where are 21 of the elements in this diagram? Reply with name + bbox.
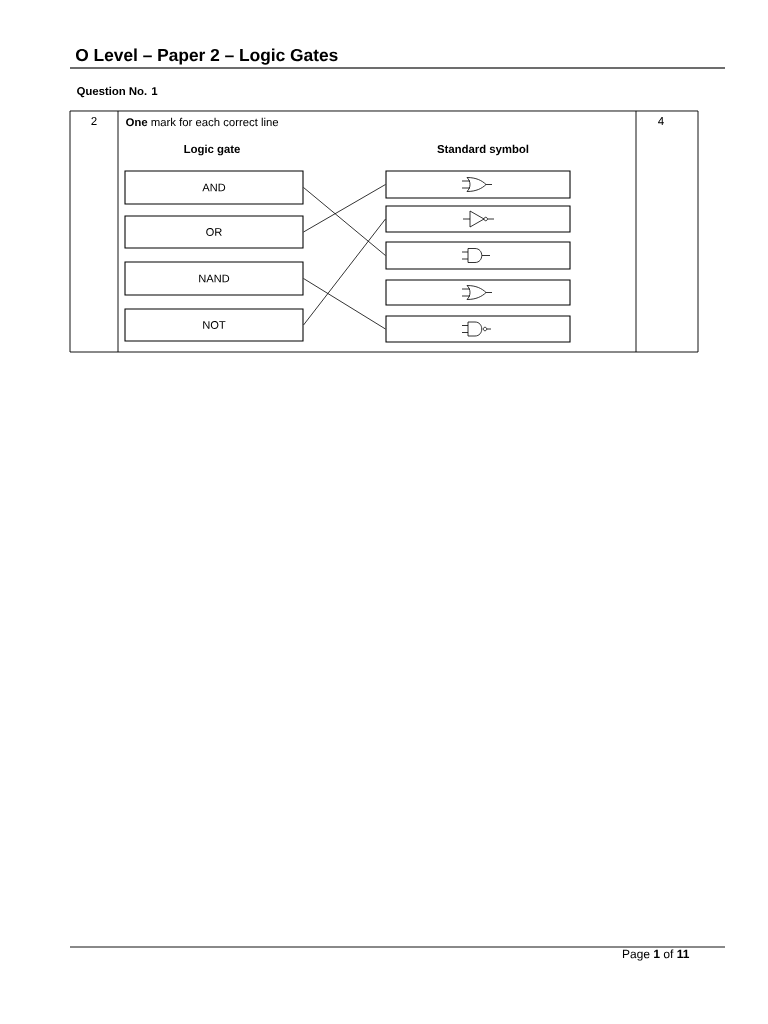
gate-name-box: NOT [124,308,304,342]
column-heading: Logic gate [184,144,240,156]
section-heading: Question No. 1 [77,86,158,98]
column-heading: Standard symbol [437,144,529,156]
gate-name-box: AND [124,170,304,205]
gate-name-box: OR [124,215,304,249]
symbol-box [385,205,571,233]
matching-line [303,218,386,326]
matching-line [303,278,386,330]
symbol-box [385,279,571,306]
gate-name-box: NAND [124,261,304,296]
symbol-box [385,170,571,199]
matching-line [303,187,386,256]
page-number: Page 1 of 11 [623,949,690,961]
instruction-text: One mark for each correct line [126,117,279,127]
question-number: 2 [91,117,97,125]
matching-line [303,184,386,233]
symbol-box [385,315,571,343]
symbol-box [385,241,571,270]
page-title: O Level – Paper 2 – Logic Gates [76,48,338,65]
mark-count: 4 [658,117,664,125]
